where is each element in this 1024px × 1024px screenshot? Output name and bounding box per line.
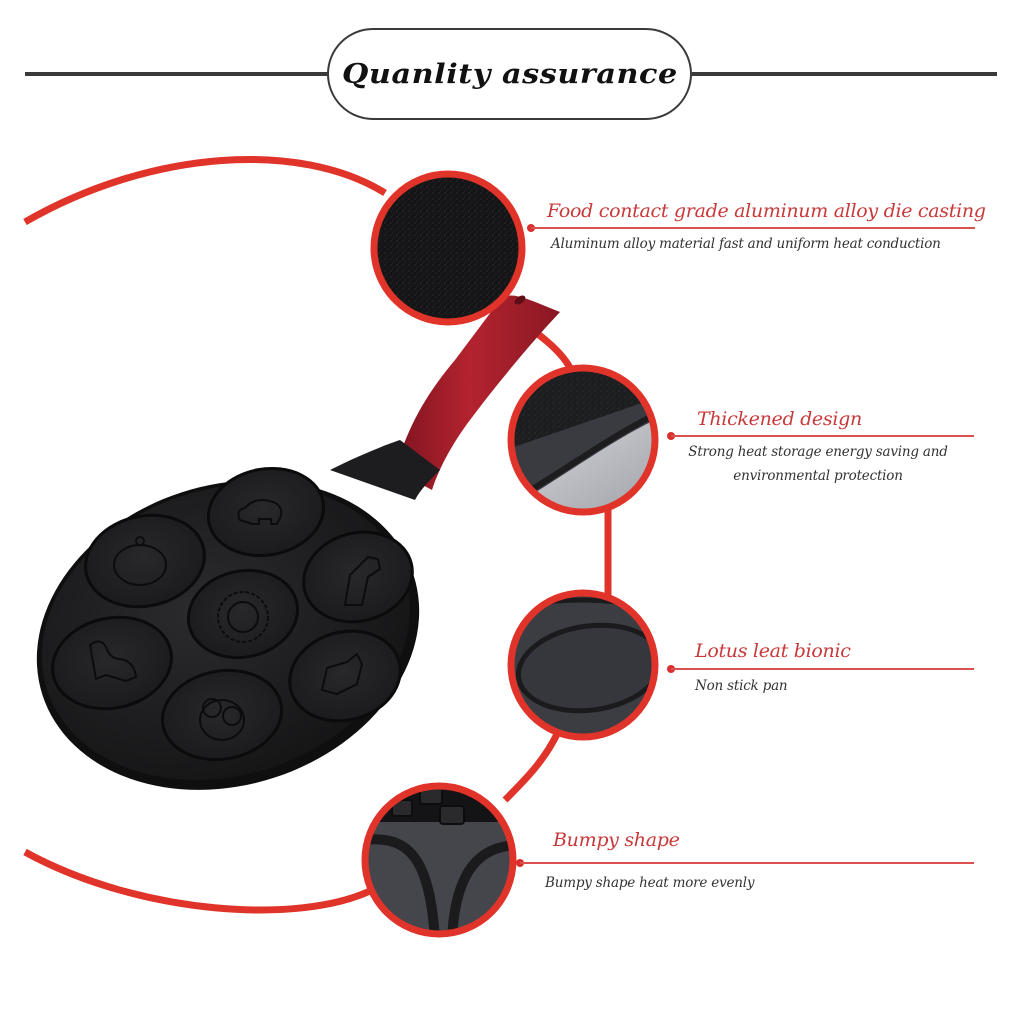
feature-title: Lotus leat bionic bbox=[695, 640, 851, 662]
header-rule-left bbox=[25, 72, 330, 76]
page-title: Quanlity assurance bbox=[341, 58, 678, 90]
feature-description: Bumpy shape heat more evenly bbox=[545, 875, 755, 891]
feature-rule bbox=[671, 435, 974, 437]
cavity-lion bbox=[186, 568, 300, 660]
feature-description-line: environmental protection bbox=[733, 468, 903, 484]
feature-title: Thickened design bbox=[697, 408, 862, 430]
feature-description-line: Strong heat storage energy saving and bbox=[688, 444, 948, 460]
cavity-cat bbox=[288, 629, 402, 723]
feature-rule bbox=[531, 227, 975, 229]
feature-rule bbox=[520, 862, 974, 864]
feature-description: Aluminum alloy material fast and uniform… bbox=[551, 236, 941, 252]
header-badge: Quanlity assurance bbox=[327, 28, 692, 120]
feature-rule bbox=[671, 668, 974, 670]
detail-circle-1 bbox=[370, 170, 526, 326]
feature-description: Strong heat storage energy saving and en… bbox=[680, 440, 956, 488]
cavity-dinosaur bbox=[51, 615, 173, 711]
cavity-owl bbox=[160, 668, 284, 762]
cavity-llama bbox=[302, 530, 414, 624]
feature-description: Non stick pan bbox=[695, 678, 788, 694]
detail-circle-3 bbox=[507, 589, 659, 741]
detail-circle-2 bbox=[507, 364, 659, 516]
feature-title: Food contact grade aluminum alloy die ca… bbox=[547, 200, 986, 222]
cavity-hippo bbox=[84, 513, 206, 609]
hang-hole bbox=[514, 295, 526, 305]
header-rule-right bbox=[692, 72, 997, 76]
feature-title: Bumpy shape bbox=[553, 829, 680, 851]
detail-circle-4 bbox=[361, 782, 517, 938]
handle bbox=[395, 295, 560, 490]
cavity-elephant bbox=[206, 466, 326, 558]
pancake-pan bbox=[36, 295, 560, 790]
